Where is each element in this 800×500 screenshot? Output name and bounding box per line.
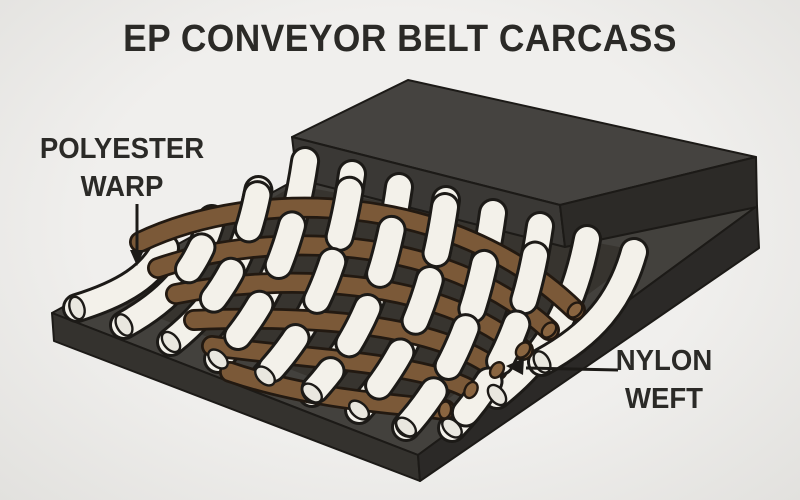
label-polyester-warp: POLYESTER WARP	[27, 131, 217, 206]
warp-label-line2: WARP	[80, 170, 164, 203]
warp-arrow-head	[130, 250, 144, 266]
weft-arrow-head	[506, 358, 524, 375]
warp-label-line1: POLYESTER	[39, 133, 205, 165]
weft-label-line2: WEFT	[624, 382, 704, 415]
label-nylon-weft: NYLON WEFT	[580, 343, 747, 418]
weft-label-line1: NYLON	[615, 345, 713, 377]
weft-arrow-line	[525, 366, 619, 372]
annotation-arrows	[130, 204, 619, 375]
page-title: EP CONVEYOR BELT CARCASS	[123, 18, 677, 60]
woven-fabric	[62, 146, 649, 443]
thread-end-caps	[68, 295, 584, 439]
weave-overlaps	[174, 175, 551, 438]
